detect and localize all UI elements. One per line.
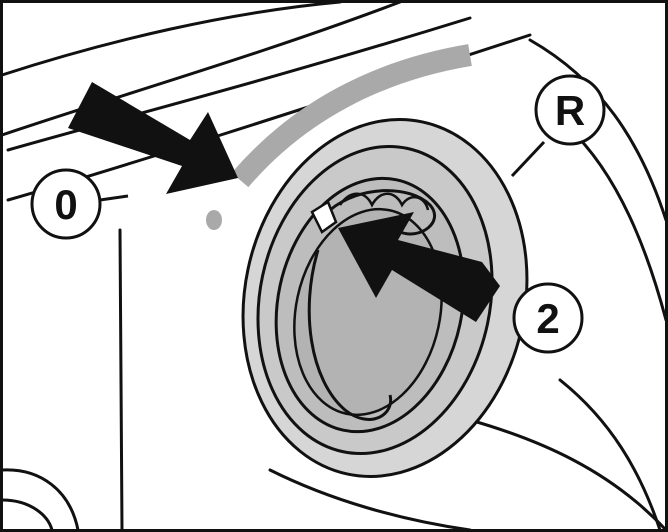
arrow-left-to-zero xyxy=(68,82,238,194)
hose-shape xyxy=(1,468,80,531)
housing-curve-front-edge xyxy=(118,228,124,532)
knob-spring-coil xyxy=(338,192,430,211)
callout-two: 2 xyxy=(512,282,584,354)
arrow-right-to-knob xyxy=(338,212,500,322)
housing-curve-right-1 xyxy=(528,38,668,222)
reset-knob xyxy=(241,118,529,478)
housing-curve-upper-1 xyxy=(6,16,472,152)
zero-leader-line xyxy=(99,194,129,202)
housing-curve-bottom xyxy=(268,468,472,532)
housing-curve-top-outer xyxy=(0,0,342,77)
callout-two-label: 2 xyxy=(536,295,559,342)
housing-curve-top-inner xyxy=(0,0,402,137)
zero-position-dot xyxy=(206,210,222,230)
housing-curve-bottom-2 xyxy=(558,378,662,532)
housing-curve-right-2 xyxy=(558,118,668,322)
reset-leader-line xyxy=(510,140,546,178)
housing-curve-lower-right xyxy=(468,418,668,532)
knob-pointer xyxy=(310,200,338,234)
callout-reset: R xyxy=(534,74,606,146)
callout-zero: 0 xyxy=(30,168,102,240)
arrow-icon xyxy=(338,212,500,322)
callout-reset-label: R xyxy=(555,87,585,134)
rotation-arc-indicator xyxy=(231,44,472,188)
callout-zero-label: 0 xyxy=(54,181,77,228)
arrow-icon xyxy=(68,82,238,194)
